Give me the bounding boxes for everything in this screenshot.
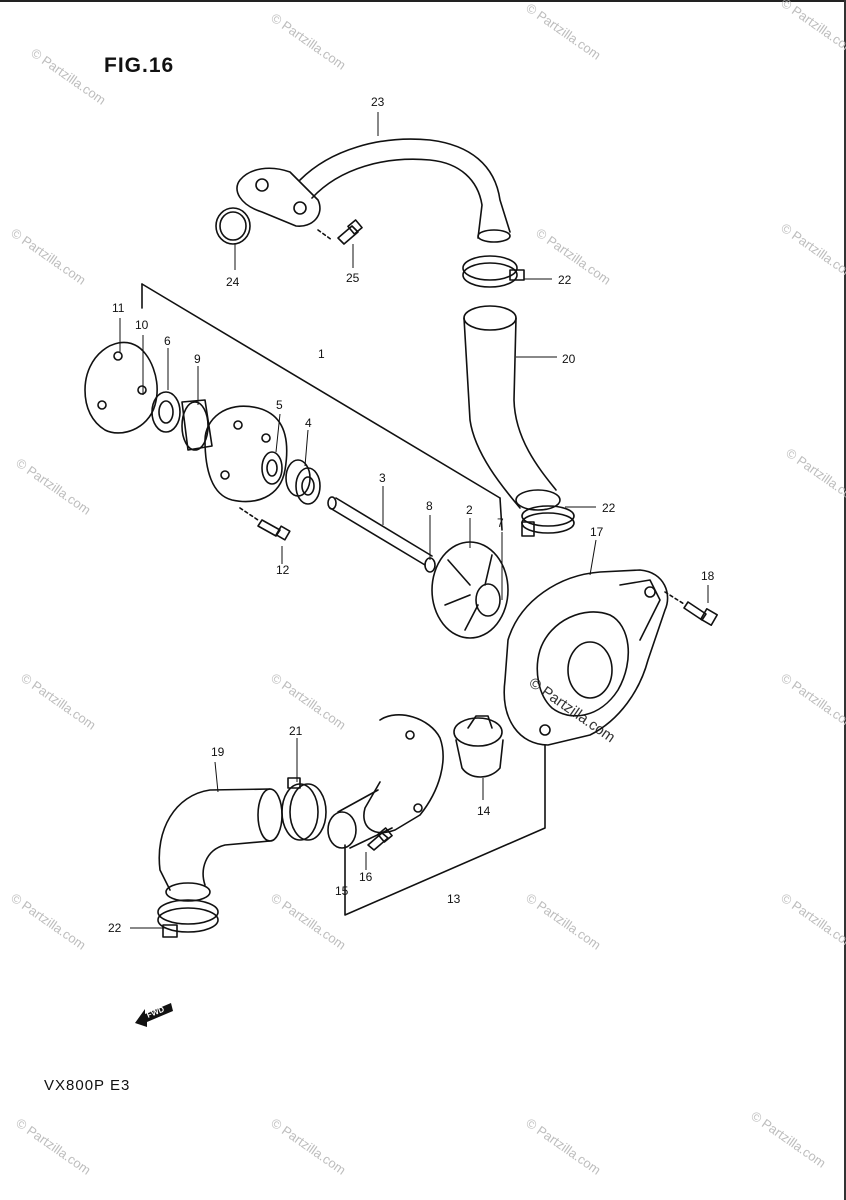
callout-11: 11 — [112, 301, 125, 315]
part-11-gasket — [84, 341, 158, 434]
callout-22: 22 — [558, 273, 572, 287]
watermark: © Partzilla.com — [778, 220, 846, 283]
watermark: © Partzilla.com — [533, 225, 613, 288]
part-23-upper-pipe — [236, 138, 511, 243]
watermark: © Partzilla.com — [8, 225, 88, 288]
callout-1: 1 — [318, 347, 325, 361]
callout-6: 6 — [164, 334, 171, 348]
scan-edge-right — [844, 0, 846, 1200]
callout-13: 13 — [447, 892, 461, 906]
watermark: © Partzilla.com — [13, 1115, 93, 1178]
callout-3: 3 — [379, 471, 386, 485]
watermark: © Partzilla.com — [268, 10, 348, 73]
watermark: © Partzilla.com — [778, 890, 846, 953]
watermark: © Partzilla.com — [778, 670, 846, 733]
callout-17: 17 — [590, 525, 604, 539]
part-21-clamp — [281, 777, 327, 841]
part-18-bolt — [683, 601, 718, 626]
watermark: © Partzilla.com — [18, 670, 98, 733]
watermark: © Partzilla.com — [8, 890, 88, 953]
part-22-clamp-lower — [157, 899, 219, 938]
callout-9: 9 — [194, 352, 201, 366]
callout-25: 25 — [346, 271, 360, 285]
part-16-bolt — [367, 827, 393, 851]
pump-housing — [204, 405, 288, 503]
callout-21: 21 — [289, 724, 303, 738]
callout-23: 23 — [371, 95, 385, 109]
callout-20: 20 — [562, 352, 576, 366]
model-code: VX800P E3 — [44, 1077, 131, 1094]
part-8-washer — [424, 557, 436, 573]
watermark: © Partzilla.com — [778, 0, 846, 58]
part-9-seal — [181, 399, 213, 451]
watermark: © Partzilla.com — [268, 1115, 348, 1178]
watermark: © Partzilla.com — [523, 0, 603, 63]
watermark: © Partzilla.com — [783, 445, 846, 508]
callout-24: 24 — [226, 275, 240, 289]
watermark: © Partzilla.com — [523, 890, 603, 953]
part-22-clamp-upper — [462, 255, 525, 288]
watermark: © Partzilla.com — [748, 1108, 828, 1171]
part-12-bolt — [257, 519, 291, 541]
callout-8: 8 — [426, 499, 433, 513]
callout-numbers: 23 24 25 22 20 22 1 11 10 6 9 5 4 3 8 2 … — [108, 95, 715, 935]
figure-title: FIG.16 — [104, 54, 175, 77]
part-2-impeller — [431, 541, 509, 639]
scan-edge-top — [0, 0, 846, 2]
callout-2: 2 — [466, 503, 473, 517]
part-24-o-ring — [215, 207, 251, 245]
part-22-clamp-middle — [521, 505, 575, 537]
callout-5: 5 — [276, 398, 283, 412]
callout-4: 4 — [305, 416, 312, 430]
part-6-bearing — [151, 391, 181, 433]
assembly-line-1 — [499, 497, 503, 531]
part-14-thermostat — [453, 715, 504, 778]
part-20-hose — [463, 305, 561, 511]
fwd-arrow-icon: FWD — [135, 1003, 173, 1027]
part-19-lower-hose — [158, 788, 283, 902]
leader-lines — [119, 112, 709, 929]
assembly-line-1 — [141, 283, 501, 499]
part-3-shaft — [327, 496, 433, 566]
callout-16: 16 — [359, 870, 373, 884]
callout-12: 12 — [276, 563, 290, 577]
watermark: © Partzilla.com — [268, 670, 348, 733]
watermark: © Partzilla.com — [13, 455, 93, 518]
callout-22: 22 — [602, 501, 616, 515]
part-25-bolt — [337, 219, 363, 245]
part-15-outlet — [327, 714, 444, 849]
callout-15: 15 — [335, 884, 349, 898]
part-5-seal — [261, 451, 283, 485]
callout-22: 22 — [108, 921, 122, 935]
callout-19: 19 — [211, 745, 225, 759]
watermark: © Partzilla.com — [268, 890, 348, 953]
callout-7: 7 — [497, 516, 504, 530]
part-24-o-ring-inner — [219, 211, 247, 241]
part-4-mechanical-seal — [285, 459, 321, 505]
watermark: © Partzilla.com — [28, 45, 108, 108]
callout-14: 14 — [477, 804, 491, 818]
part-17-pump-cover — [503, 569, 669, 746]
callout-18: 18 — [701, 569, 715, 583]
watermark: © Partzilla.com — [523, 1115, 603, 1178]
assembly-line-13 — [344, 744, 546, 916]
callout-10: 10 — [135, 318, 149, 332]
